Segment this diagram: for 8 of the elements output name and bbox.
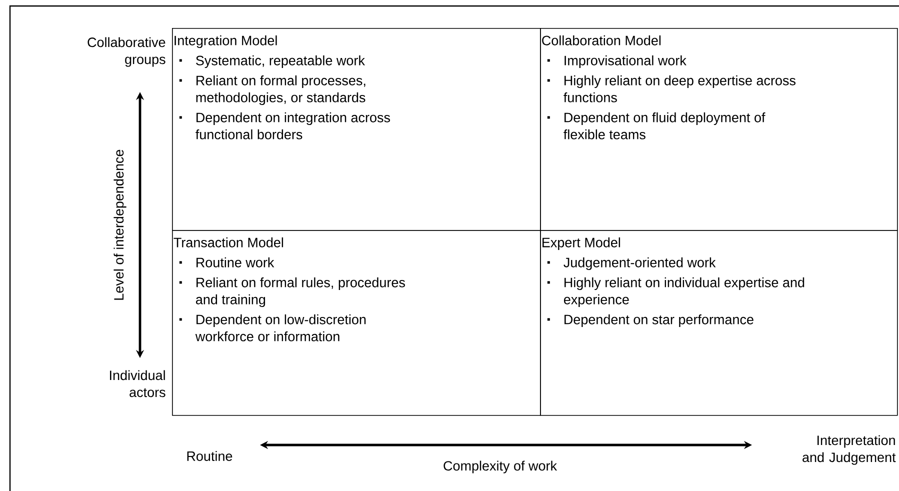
axis-title: Complexity of work (444, 460, 558, 474)
quadrant-box: Collaboration Model Improvisational work Highly reliant on deep expertise across functions Dependent on fluid deployment of flexible teams (540, 28, 898, 231)
axis-label: Routine (187, 451, 232, 461)
quadrant-box: Transaction Model Routine work Reliant on formal rules, procedures and training Dependent on low-discretion workforce or information (172, 230, 541, 416)
quadrant-box: Integration Model Systematic, repeatable work Reliant on formal processes, methodologies, or standards Dependent on integration across functional borders (172, 28, 541, 231)
quadrant-box: Expert Model Judgement-oriented work Highly reliant on individual expertise and experience Dependent on star performance (540, 230, 898, 416)
axis-title: Level of interdependence (114, 150, 126, 300)
axis-label: Interpretation and Judgement (802, 435, 896, 465)
